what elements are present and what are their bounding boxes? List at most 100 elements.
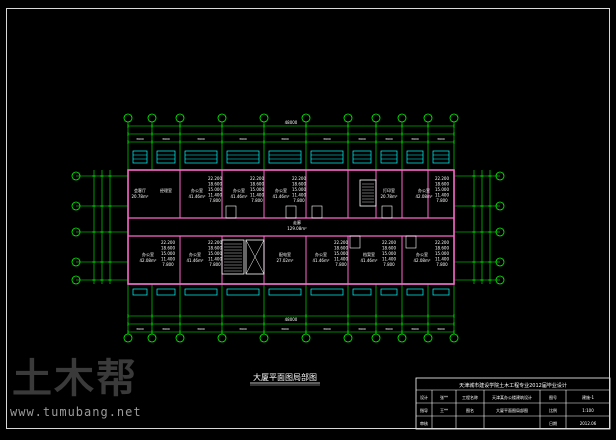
window-bottom: [406, 288, 424, 296]
window-bottom: [184, 288, 218, 296]
elevation-label: 22.200: [292, 176, 306, 181]
axis-bubble: [495, 171, 505, 181]
room-name: 打印室: [383, 187, 395, 193]
elevation-label: 22.200: [334, 240, 348, 245]
elevation-label: 18.600: [435, 246, 449, 251]
dim-text: 3600: [197, 137, 205, 141]
overall-dimension-top: 48000: [285, 120, 298, 125]
door: [285, 205, 297, 219]
dim-text: 3600: [281, 327, 289, 331]
room-name: 办公室: [315, 251, 327, 257]
dim-text: 3600: [136, 327, 144, 331]
room-area: 42.08m²: [414, 258, 431, 263]
elevation-label: 15.000: [382, 251, 396, 256]
elevation-label: 7.800: [293, 198, 305, 203]
title-block-cell: 指导: [420, 407, 428, 413]
room-name: 档案室: [363, 251, 375, 257]
elevation-label: 11.400: [435, 257, 449, 262]
elevation-label: 7.800: [251, 198, 263, 203]
door: [311, 205, 323, 219]
room-name: 经理室: [160, 187, 172, 193]
elevation-label: 7.800: [436, 262, 448, 267]
room-name: 办公室: [416, 251, 428, 257]
room-area: 41.46m²: [313, 258, 330, 263]
dim-text: 3600: [411, 137, 419, 141]
title-block-cell: 大厦平面图局部图: [496, 407, 528, 413]
axis-bubble: [259, 113, 269, 123]
axis-bubble: [495, 201, 505, 211]
room-name: 办公室: [418, 187, 430, 193]
elevation-label: 7.800: [209, 262, 221, 267]
title-block-frame: [415, 377, 611, 430]
axis-bubble: [449, 113, 459, 123]
elevation-label: 15.000: [161, 251, 175, 256]
room-area: 41.46m²: [273, 194, 290, 199]
overall-dimension-bottom: 48000: [285, 317, 298, 322]
dim-text: 3600: [162, 327, 170, 331]
dim-text: 3600: [239, 327, 247, 331]
watermark-url: www.tumubang.net: [10, 405, 142, 419]
axis-bubble: [123, 113, 133, 123]
dim-text: 3600: [358, 327, 366, 331]
dim-text: 3600: [411, 327, 419, 331]
room-area: 42.08m²: [416, 194, 433, 199]
title-block-cell: 1:100: [582, 408, 594, 413]
room-area: 41.46m²: [361, 258, 378, 263]
window-top: [352, 150, 372, 164]
dim-text: 3600: [358, 137, 366, 141]
window-bottom: [310, 288, 344, 296]
window-top: [226, 150, 260, 164]
window-top: [132, 150, 148, 164]
axis-bubble: [147, 113, 157, 123]
elevation-label: 18.600: [435, 182, 449, 187]
room-area: 41.46m²: [231, 194, 248, 199]
room-name: 配电室: [279, 251, 291, 257]
room-name: 办公室: [275, 187, 287, 193]
elevation-label: 15.000: [435, 251, 449, 256]
stair-top: [359, 179, 377, 207]
window-top: [310, 150, 344, 164]
elevation-label: 18.600: [250, 182, 264, 187]
elevation-label: 22.200: [435, 176, 449, 181]
window-bottom: [432, 288, 450, 296]
dim-text: 3600: [385, 327, 393, 331]
window-bottom: [226, 288, 260, 296]
drawing-frame: [6, 8, 610, 429]
window-top: [156, 150, 176, 164]
title-block-cell: 图名: [466, 407, 474, 413]
window-bottom: [380, 288, 398, 296]
room-name: 会客厅: [134, 187, 146, 193]
stair-bottom: [221, 239, 245, 275]
window-top: [380, 150, 398, 164]
title-block-cell: 张**: [440, 394, 448, 400]
elevation-label: 11.400: [208, 257, 222, 262]
window-bottom: [132, 288, 148, 296]
window-bottom: [352, 288, 372, 296]
door: [405, 235, 417, 249]
title-block: 天津城市建设学院土木工程专业2012届毕业设计设计张**工程名称天津某办公楼建筑…: [415, 377, 611, 430]
elevation-label: 11.400: [161, 257, 175, 262]
window-bottom: [156, 288, 176, 296]
elevation-label: 15.000: [435, 187, 449, 192]
window-top: [432, 150, 450, 164]
title-block-cell: 工程名称: [462, 394, 478, 400]
axis-bubble: [495, 227, 505, 237]
dimension-lines: 48000 48000 3600 3600 3600 3600 3600 3600 3600 36…: [92, 120, 492, 334]
axis-bubble: [71, 171, 81, 181]
elevation-label: 7.800: [335, 262, 347, 267]
elevation-label: 11.400: [292, 193, 306, 198]
elevation-label: 7.800: [436, 198, 448, 203]
exterior-wall: [127, 169, 455, 285]
axis-bubble: [371, 113, 381, 123]
elevation-label: 11.400: [250, 193, 264, 198]
axis-bubble: [217, 113, 227, 123]
door: [381, 205, 393, 219]
elevation-label: 7.800: [383, 262, 395, 267]
elevation-label: 18.600: [334, 246, 348, 251]
axis-bubble: [71, 201, 81, 211]
elevation-label: 11.400: [334, 257, 348, 262]
elevation-label: 18.600: [208, 182, 222, 187]
elevation-label: 22.200: [382, 240, 396, 245]
